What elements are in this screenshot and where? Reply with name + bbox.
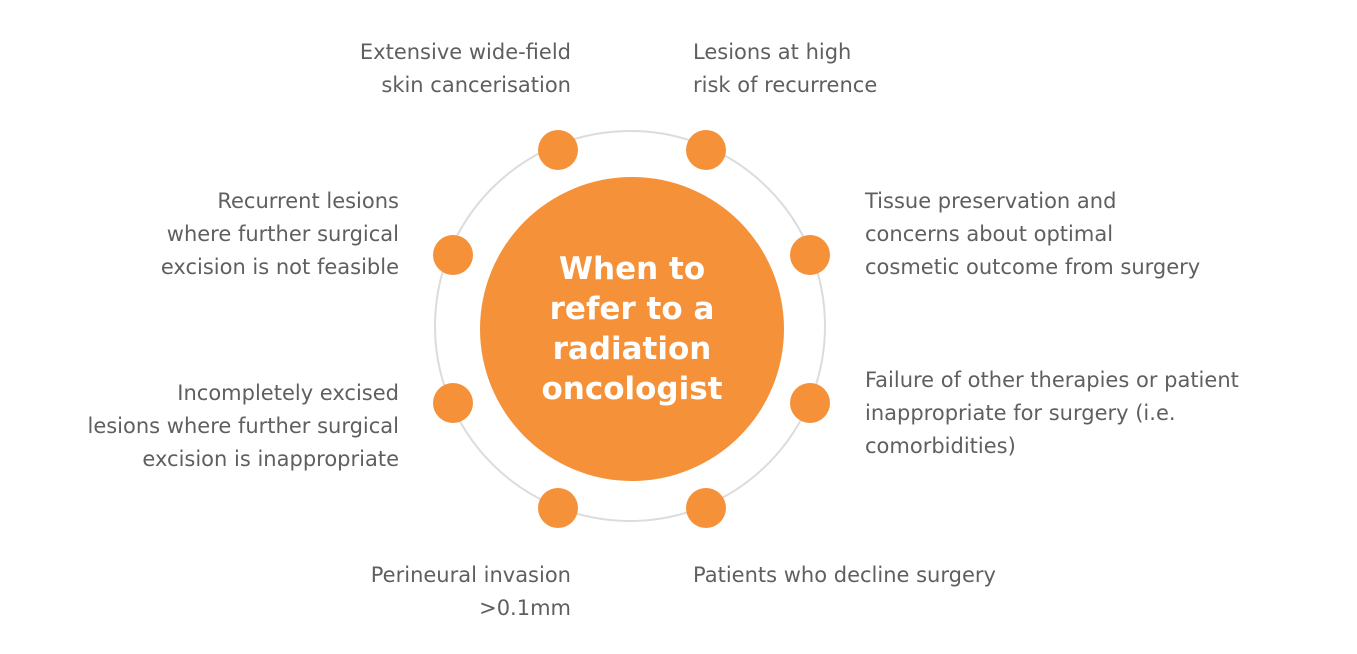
outer-ring: [434, 130, 826, 522]
criterion-line: skin cancerisation: [381, 73, 571, 97]
node-dot-tissue-preservation: [790, 235, 830, 275]
criterion-line: excision is inappropriate: [142, 447, 399, 471]
criterion-tissue-preservation: Tissue preservation and concerns about o…: [865, 185, 1200, 284]
center-label: When to refer to a radiation oncologist: [541, 251, 723, 407]
center-circle: When to refer to a radiation oncologist: [480, 177, 784, 481]
criterion-line: lesions where further surgical: [87, 414, 399, 438]
criterion-line: Recurrent lesions: [217, 189, 399, 213]
criterion-line: Extensive wide-field: [359, 40, 571, 64]
criterion-line: Tissue preservation and: [865, 189, 1117, 213]
criterion-line: Failure of other therapies or patient: [865, 368, 1239, 392]
criterion-recurrent-lesions: Recurrent lesions where further surgical…: [161, 185, 399, 284]
criterion-incompletely-excised: Incompletely excised lesions where furth…: [87, 377, 399, 476]
node-dot-high-risk-recurrence: [686, 130, 726, 170]
criterion-line: concerns about optimal: [865, 222, 1114, 246]
criterion-line: risk of recurrence: [693, 73, 878, 97]
node-dot-recurrent-lesions: [433, 235, 473, 275]
criterion-perineural-invasion: Perineural invasion >0.1mm: [371, 559, 571, 625]
criterion-line: Perineural invasion: [370, 563, 571, 587]
node-dot-patients-decline-surgery: [686, 488, 726, 528]
criterion-patients-decline-surgery: Patients who decline surgery: [693, 559, 996, 592]
node-dot-wide-field-cancerisation: [538, 130, 578, 170]
node-dot-perineural-invasion: [538, 488, 578, 528]
criterion-line: inappropriate for surgery (i.e.: [865, 401, 1176, 425]
node-dot-failure-other-therapies: [790, 383, 830, 423]
criterion-line: cosmetic outcome from surgery: [865, 255, 1201, 279]
criterion-line: comorbidities): [865, 434, 1016, 458]
criterion-line: Lesions at high: [693, 40, 852, 64]
criterion-line: where further surgical: [166, 222, 399, 246]
criterion-line: >0.1mm: [479, 596, 571, 620]
criterion-line: excision is not feasible: [160, 255, 399, 279]
criterion-high-risk-recurrence: Lesions at high risk of recurrence: [693, 36, 877, 102]
criterion-line: Incompletely excised: [177, 381, 399, 405]
criterion-line: Patients who decline surgery: [693, 563, 996, 587]
node-dot-incompletely-excised: [433, 383, 473, 423]
criterion-wide-field-cancerisation: Extensive wide-field skin cancerisation: [360, 36, 571, 102]
criterion-failure-other-therapies: Failure of other therapies or patient in…: [865, 364, 1239, 463]
